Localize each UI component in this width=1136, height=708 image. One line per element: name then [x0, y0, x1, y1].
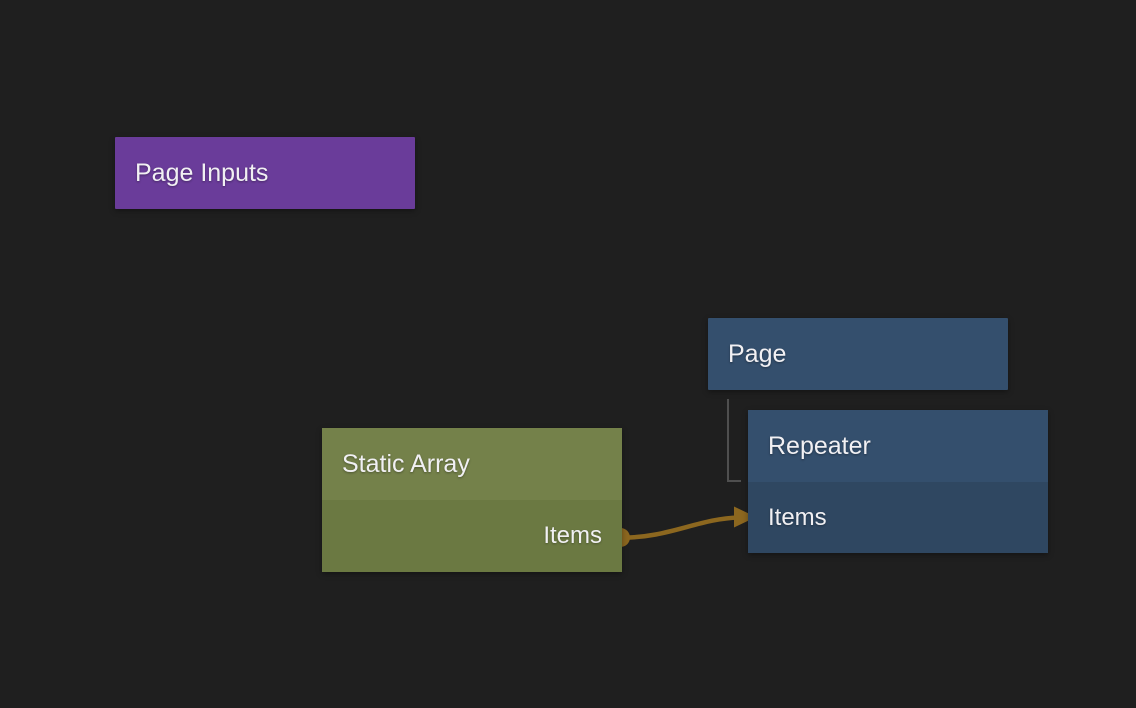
node-page-inputs-label: Page Inputs — [135, 158, 269, 187]
repeater-items-input-port[interactable]: Items — [748, 482, 1048, 553]
node-page-inputs[interactable]: Page Inputs — [115, 137, 415, 209]
node-repeater[interactable]: Repeater Items — [748, 410, 1048, 553]
repeater-items-port-label: Items — [768, 503, 827, 531]
node-page-label: Page — [728, 339, 787, 368]
node-repeater-label: Repeater — [768, 431, 871, 460]
connection-curve[interactable] — [618, 515, 742, 540]
node-page[interactable]: Page — [708, 318, 1008, 390]
node-static-array[interactable]: Static Array Items — [322, 428, 622, 572]
static-array-items-output-port[interactable]: Items — [322, 500, 622, 572]
node-static-array-label: Static Array — [342, 449, 470, 478]
page-repeater-hierarchy-line — [727, 399, 741, 482]
static-array-items-port-label: Items — [543, 522, 602, 549]
